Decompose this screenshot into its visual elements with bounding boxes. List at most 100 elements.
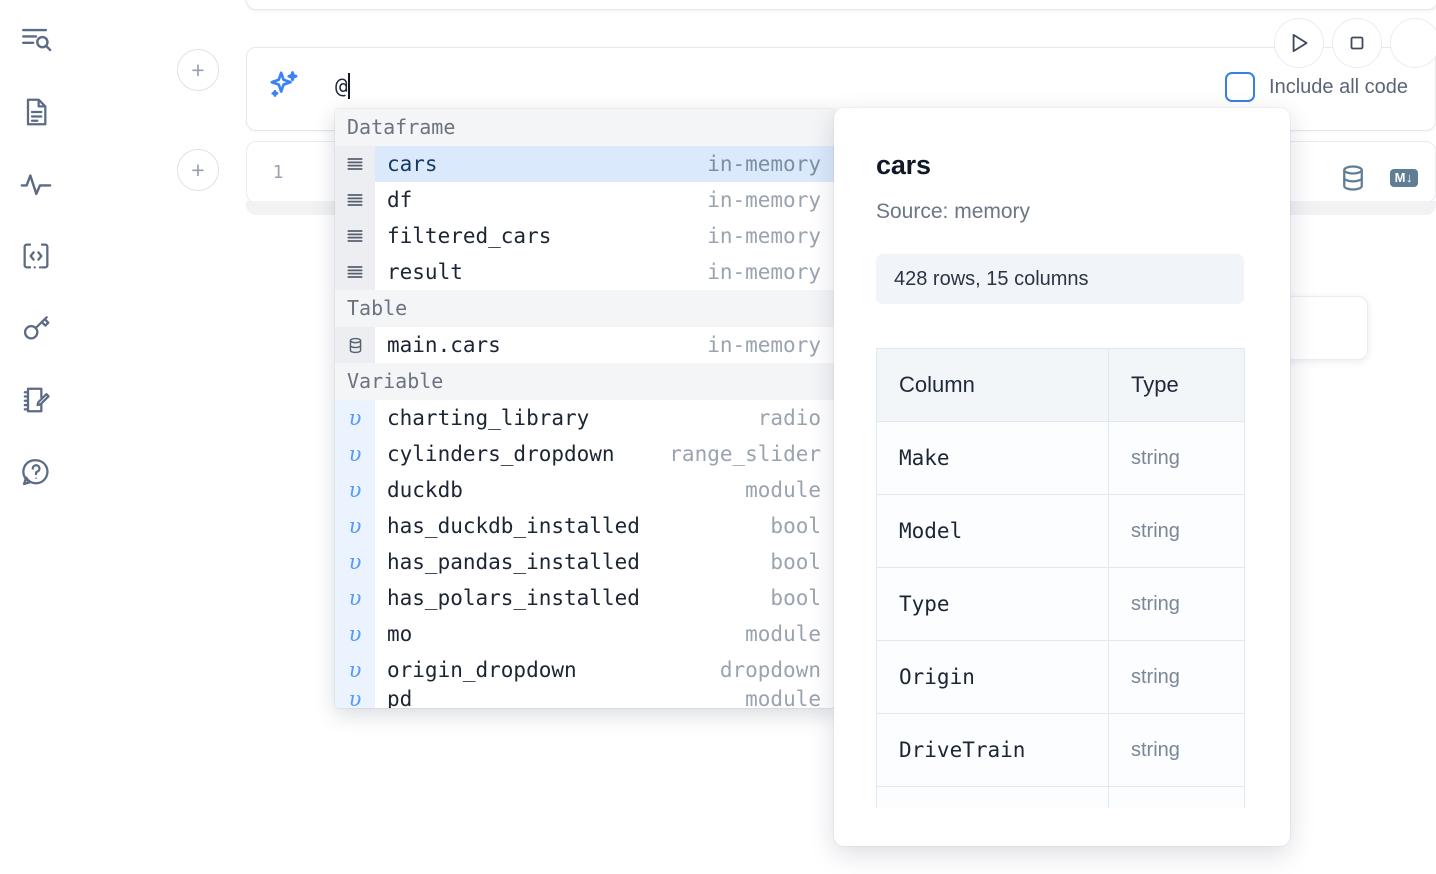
database-icon[interactable]	[1338, 163, 1368, 193]
variable-icon: υ	[335, 472, 375, 508]
autocomplete-item[interactable]: main.cars in-memory	[335, 327, 835, 363]
variable-icon: υ	[335, 580, 375, 616]
dataframe-icon	[335, 146, 375, 182]
autocomplete-item-name: duckdb	[387, 478, 463, 502]
autocomplete-item-kind: module	[745, 688, 821, 708]
add-cell-below-button[interactable]: +	[177, 149, 219, 191]
cell-toolbar: M↓	[1338, 163, 1418, 193]
autocomplete-item[interactable]: υ origin_dropdown dropdown	[335, 652, 835, 688]
detail-source: Source: memory	[876, 200, 1031, 223]
dataframe-icon	[335, 218, 375, 254]
dataframe-icon	[335, 182, 375, 218]
autocomplete-item-kind: module	[745, 622, 821, 646]
include-all-code-checkbox-row[interactable]: Include all code	[1225, 72, 1408, 102]
document-icon[interactable]	[14, 90, 58, 134]
autocomplete-section-header: Table	[335, 290, 835, 327]
schema-header-type: Type	[1108, 348, 1245, 422]
autocomplete-item-name: mo	[387, 622, 413, 646]
stop-button[interactable]	[1332, 18, 1382, 68]
autocomplete-item[interactable]: υ cylinders_dropdown range_slider	[335, 436, 835, 472]
variable-icon: υ	[335, 508, 375, 544]
autocomplete-item[interactable]: υ charting_library radio	[335, 400, 835, 436]
autocomplete-item[interactable]: cars in-memory	[335, 146, 835, 182]
autocomplete-item-name: charting_library	[387, 406, 590, 430]
schema-column-type: string	[1108, 640, 1245, 714]
schema-header-row: Column Type	[876, 348, 1245, 422]
schema-column-type: string	[1108, 567, 1245, 641]
schema-column-name: MSRP	[876, 786, 1109, 808]
autocomplete-item-kind: in-memory	[707, 152, 821, 176]
variable-icon: υ	[335, 616, 375, 652]
variable-icon: υ	[335, 400, 375, 436]
notebook-edit-icon[interactable]	[14, 378, 58, 422]
autocomplete-item-kind: range_slider	[669, 442, 821, 466]
autocomplete-item-kind: bool	[770, 550, 821, 574]
run-controls	[1274, 18, 1436, 68]
include-all-code-checkbox[interactable]	[1225, 72, 1256, 102]
autocomplete-item-kind: in-memory	[707, 188, 821, 212]
autocomplete-popup[interactable]: Dataframe cars in-memory df in-memory filtere…	[335, 109, 835, 708]
more-actions-button[interactable]	[1390, 18, 1436, 68]
code-brackets-icon[interactable]	[14, 234, 58, 278]
autocomplete-item[interactable]: df in-memory	[335, 182, 835, 218]
variable-icon: υ	[335, 436, 375, 472]
autocomplete-item-name: df	[387, 188, 413, 212]
autocomplete-section-header: Dataframe	[335, 109, 835, 146]
markdown-badge[interactable]: M↓	[1389, 168, 1418, 188]
autocomplete-item-name: origin_dropdown	[387, 658, 577, 682]
help-chat-icon[interactable]	[14, 450, 58, 494]
ai-prompt-value: @	[335, 74, 348, 98]
autocomplete-item-name: cylinders_dropdown	[387, 442, 615, 466]
autocomplete-item[interactable]: υ has_pandas_installed bool	[335, 544, 835, 580]
autocomplete-item-name: pd	[387, 688, 413, 708]
autocomplete-section-header: Variable	[335, 363, 835, 400]
schema-column-name: DriveTrain	[876, 713, 1109, 787]
schema-column-type: number	[1108, 786, 1245, 808]
explore-search-icon[interactable]	[14, 18, 58, 62]
schema-column-name: Type	[876, 567, 1109, 641]
schema-column-name: Make	[876, 421, 1109, 495]
schema-column-type: string	[1108, 713, 1245, 787]
line-number: 1	[272, 161, 284, 183]
autocomplete-item-kind: module	[745, 478, 821, 502]
autocomplete-item-name: result	[387, 260, 463, 284]
text-caret	[347, 73, 350, 99]
ai-prompt-input[interactable]: @	[335, 64, 1415, 108]
autocomplete-item-name: cars	[387, 152, 438, 176]
sidebar	[0, 0, 72, 874]
schema-row: MSRPnumber	[876, 786, 1245, 808]
autocomplete-item-kind: dropdown	[719, 658, 821, 682]
run-button[interactable]	[1274, 18, 1324, 68]
variable-icon: υ	[335, 688, 375, 708]
autocomplete-item-name: main.cars	[387, 333, 501, 357]
autocomplete-item-kind: in-memory	[707, 333, 821, 357]
add-cell-above-button[interactable]: +	[177, 49, 219, 91]
detail-shape-badge: 428 rows, 15 columns	[876, 254, 1244, 304]
autocomplete-item-name: has_duckdb_installed	[387, 514, 640, 538]
activity-pulse-icon[interactable]	[14, 162, 58, 206]
dataframe-detail-panel: cars Source: memory 428 rows, 15 columns…	[834, 108, 1290, 846]
schema-column-name: Origin	[876, 640, 1109, 714]
autocomplete-item-name: has_pandas_installed	[387, 550, 640, 574]
variable-icon: υ	[335, 652, 375, 688]
include-all-code-label: Include all code	[1269, 75, 1408, 98]
autocomplete-item-kind: radio	[757, 406, 821, 430]
schema-column-name: Model	[876, 494, 1109, 568]
key-icon[interactable]	[14, 306, 58, 350]
autocomplete-item[interactable]: result in-memory	[335, 254, 835, 290]
schema-column-type: string	[1108, 494, 1245, 568]
sparkle-icon	[267, 68, 301, 102]
autocomplete-item-kind: in-memory	[707, 260, 821, 284]
variable-icon: υ	[335, 544, 375, 580]
